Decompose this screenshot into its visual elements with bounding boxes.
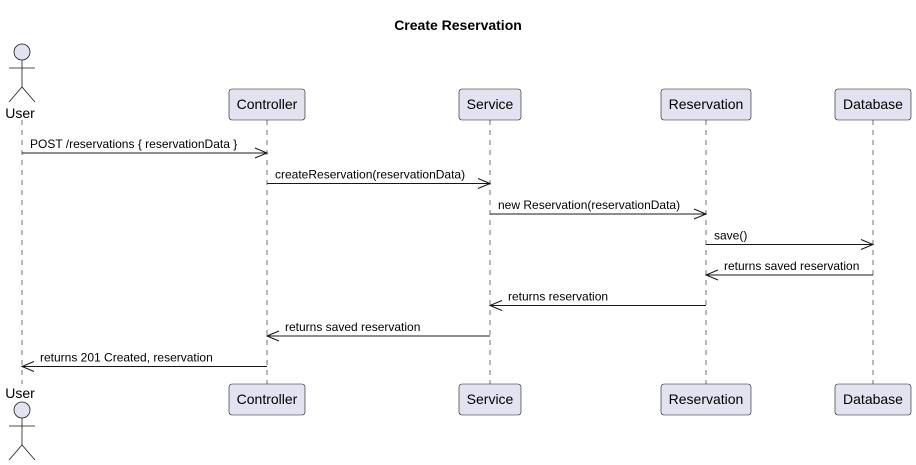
message-label: returns reservation — [508, 290, 608, 304]
message-label: save() — [714, 229, 747, 243]
participant-label-reservation-bottom: Reservation — [669, 391, 744, 407]
participant-label-reservation-top: Reservation — [669, 96, 744, 112]
participant-label-user-bottom: User — [5, 385, 35, 401]
participant-label-controller-top: Controller — [237, 96, 298, 112]
arrowhead — [860, 239, 875, 250]
actor-legs — [8, 444, 36, 461]
participant-box-database-top — [834, 88, 912, 121]
participant-box-service-top — [458, 88, 522, 121]
participant-box-database-bottom — [834, 383, 912, 416]
message-label: createReservation(reservationData) — [275, 168, 465, 182]
actor-user-top — [8, 43, 36, 103]
message-2: createReservation(reservationData) — [267, 168, 492, 189]
arrowhead — [704, 269, 719, 281]
participant-box-reservation-bottom — [660, 383, 752, 416]
message-label: returns saved reservation — [285, 320, 420, 334]
message-5: returns saved reservation — [704, 259, 873, 281]
participant-label-database-bottom: Database — [843, 391, 903, 407]
message-label: returns 201 Created, reservation — [40, 351, 213, 365]
message-3: new Reservation(reservationData) — [490, 198, 708, 220]
actor-user-bottom — [8, 401, 36, 461]
arrowhead — [20, 361, 35, 372]
arrowhead — [488, 300, 503, 311]
participant-box-reservation-top — [660, 88, 752, 121]
actor-legs — [8, 86, 36, 103]
message-7: returns saved reservation — [265, 320, 490, 342]
message-label: POST /reservations { reservationData } — [30, 137, 237, 151]
message-label: new Reservation(reservationData) — [498, 198, 680, 212]
actor-head — [13, 43, 31, 61]
participant-label-user-top: User — [5, 105, 35, 121]
participant-label-database-top: Database — [843, 96, 903, 112]
participant-label-service-top: Service — [467, 96, 514, 112]
message-6: returns reservation — [488, 290, 706, 311]
participant-box-controller-top — [228, 88, 306, 121]
participant-box-controller-bottom — [228, 383, 306, 416]
arrowhead — [693, 208, 708, 220]
participant-box-service-bottom — [458, 383, 522, 416]
message-1: POST /reservations { reservationData } — [22, 137, 269, 159]
arrowhead — [477, 178, 492, 189]
participant-label-controller-bottom: Controller — [237, 391, 298, 407]
message-4: save() — [706, 229, 875, 250]
participant-label-service-bottom: Service — [467, 391, 514, 407]
diagram-title: Create Reservation — [394, 17, 522, 33]
actor-head — [13, 401, 31, 419]
arrowhead — [254, 147, 269, 159]
message-label: returns saved reservation — [724, 259, 859, 273]
message-8: returns 201 Created, reservation — [20, 351, 267, 372]
arrowhead — [265, 330, 280, 342]
